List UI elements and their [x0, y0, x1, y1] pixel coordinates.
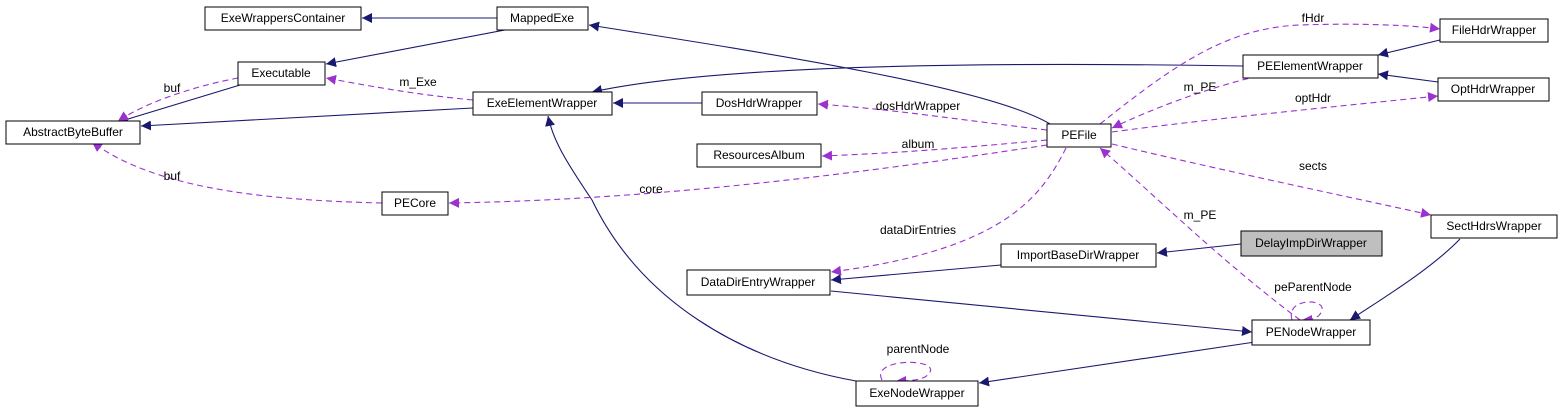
- node-filehdrwrapper[interactable]: FileHdrWrapper: [1439, 18, 1549, 43]
- node-label-exeelementwrapper: ExeElementWrapper: [487, 96, 598, 110]
- edge-pefile-datadirentries: [830, 147, 1067, 276]
- edge-labels: buf m_Exe buf core album dosHdrWrapper m…: [164, 11, 1352, 356]
- node-abstractbytebuffer[interactable]: AbstractByteBuffer: [5, 120, 141, 145]
- edge-datadirentrywrapper-to-penodewrapper: [830, 290, 1253, 337]
- edge-exenodewrapper-parentnode-loop: [880, 361, 931, 386]
- edge-penodewrapper-peparentnode-loop: [1290, 301, 1323, 325]
- node-doshdrwrapper[interactable]: DosHdrWrapper: [701, 91, 818, 116]
- node-secthdrswrapper[interactable]: SectHdrsWrapper: [1430, 214, 1558, 239]
- node-exenodewrapper[interactable]: ExeNodeWrapper: [855, 380, 979, 407]
- edge-label-core: core: [639, 182, 663, 196]
- node-label-delayimpdirwrapper: DelayImpDirWrapper: [1255, 236, 1367, 250]
- edge-label-m-pe-node: m_PE: [1184, 208, 1217, 222]
- node-label-executable: Executable: [251, 66, 311, 80]
- edge-peelementwrapper-to-exeelementwrapper: [591, 63, 1244, 95]
- node-label-filehdrwrapper: FileHdrWrapper: [1452, 23, 1536, 37]
- node-mappedexe[interactable]: MappedExe: [496, 6, 589, 31]
- node-label-opthdrwrapper: OptHdrWrapper: [1451, 82, 1535, 96]
- node-penodewrapper[interactable]: PENodeWrapper: [1251, 319, 1371, 346]
- edge-opthdrwrapper-to-peelementwrapper: [1377, 70, 1439, 83]
- node-pefile[interactable]: PEFile: [1046, 123, 1112, 148]
- edge-label-buf-executable: buf: [164, 81, 181, 95]
- node-label-secthdrswrapper: SectHdrsWrapper: [1446, 219, 1541, 233]
- edge-pefile-to-mappedexe: [588, 21, 1051, 125]
- edge-exenodewrapper-to-exeelementwrapper: [545, 115, 857, 382]
- edge-importbasedirwrapper-to-datadirentrywrapper: [830, 264, 1002, 285]
- node-label-mappedexe: MappedExe: [510, 11, 574, 25]
- node-label-datadirentrywrapper: DataDirEntryWrapper: [701, 275, 815, 289]
- edge-exeelementwrapper-to-abstractbytebuffer: [140, 107, 474, 131]
- edge-penodewrapper-m-pe: [1099, 147, 1301, 321]
- edge-label-parentnode: parentNode: [887, 342, 950, 356]
- edge-pefile-album: [821, 139, 1048, 161]
- edge-penodewrapper-to-exenodewrapper: [978, 341, 1256, 387]
- node-label-exenodewrapper: ExeNodeWrapper: [869, 386, 964, 400]
- edge-secthdrswrapper-to-penodewrapper: [1349, 238, 1461, 321]
- edge-pefile-core: [448, 144, 1048, 208]
- node-label-pefile: PEFile: [1061, 128, 1097, 142]
- edge-pefile-fhdr: [1099, 22, 1441, 125]
- edge-label-buf-pecore: buf: [164, 169, 181, 183]
- node-label-resourcesalbum: ResourcesAlbum: [713, 148, 804, 162]
- node-label-doshdrwrapper: DosHdrWrapper: [716, 96, 802, 110]
- edge-label-sects: sects: [1299, 159, 1327, 173]
- inheritance-edges: [117, 13, 1461, 387]
- edge-pecore-buf: [91, 141, 383, 204]
- edge-filehdrwrapper-to-peelementwrapper: [1377, 39, 1441, 58]
- edge-label-fhdr: fHdr: [1302, 11, 1325, 25]
- edge-label-opthdr: optHdr: [1295, 91, 1331, 105]
- node-executable[interactable]: Executable: [237, 61, 326, 86]
- edge-executable-buf: [117, 77, 239, 122]
- edge-pefile-sects: [1111, 143, 1432, 218]
- edge-mappedexe-to-executable: [325, 28, 511, 68]
- node-exewrapperscontainer[interactable]: ExeWrappersContainer: [204, 6, 362, 31]
- edge-label-doshdrwrapper: dosHdrWrapper: [876, 99, 960, 113]
- node-opthdrwrapper[interactable]: OptHdrWrapper: [1437, 77, 1550, 102]
- edge-executable-to-abstractbytebuffer: [117, 84, 241, 124]
- edge-peelementwrapper-m-pe: [1111, 75, 1259, 129]
- node-importbasedirwrapper[interactable]: ImportBaseDirWrapper: [1000, 243, 1157, 268]
- node-label-pecore: PECore: [394, 196, 436, 210]
- node-label-abstractbytebuffer: AbstractByteBuffer: [23, 125, 123, 139]
- edge-label-m-exe: m_Exe: [399, 75, 437, 89]
- node-resourcesalbum[interactable]: ResourcesAlbum: [696, 143, 822, 168]
- edge-pefile-doshdrwrapper: [817, 99, 1048, 131]
- node-pecore[interactable]: PECore: [381, 191, 449, 216]
- edge-pefile-opthdr: [1111, 92, 1439, 133]
- node-peelementwrapper[interactable]: PEElementWrapper: [1242, 54, 1379, 79]
- edge-label-peparentnode: peParentNode: [1274, 280, 1352, 294]
- edge-label-datadirentries: dataDirEntries: [880, 223, 956, 237]
- usage-edges: [91, 22, 1441, 386]
- node-label-exewrapperscontainer: ExeWrappersContainer: [221, 11, 346, 25]
- node-label-peelementwrapper: PEElementWrapper: [1257, 59, 1363, 73]
- edge-exeelementwrapper-m-exe: [325, 74, 474, 101]
- node-delayimpdirwrapper[interactable]: DelayImpDirWrapper: [1240, 230, 1383, 257]
- edge-label-album: album: [902, 137, 935, 151]
- node-exeelementwrapper[interactable]: ExeElementWrapper: [472, 91, 613, 116]
- node-label-penodewrapper: PENodeWrapper: [1266, 325, 1357, 339]
- node-datadirentrywrapper[interactable]: DataDirEntryWrapper: [686, 269, 831, 296]
- edge-delayimpdirwrapper-to-importbasedirwrapper: [1156, 243, 1242, 257]
- edge-label-m-pe-element: m_PE: [1184, 80, 1217, 94]
- node-label-importbasedirwrapper: ImportBaseDirWrapper: [1017, 248, 1139, 262]
